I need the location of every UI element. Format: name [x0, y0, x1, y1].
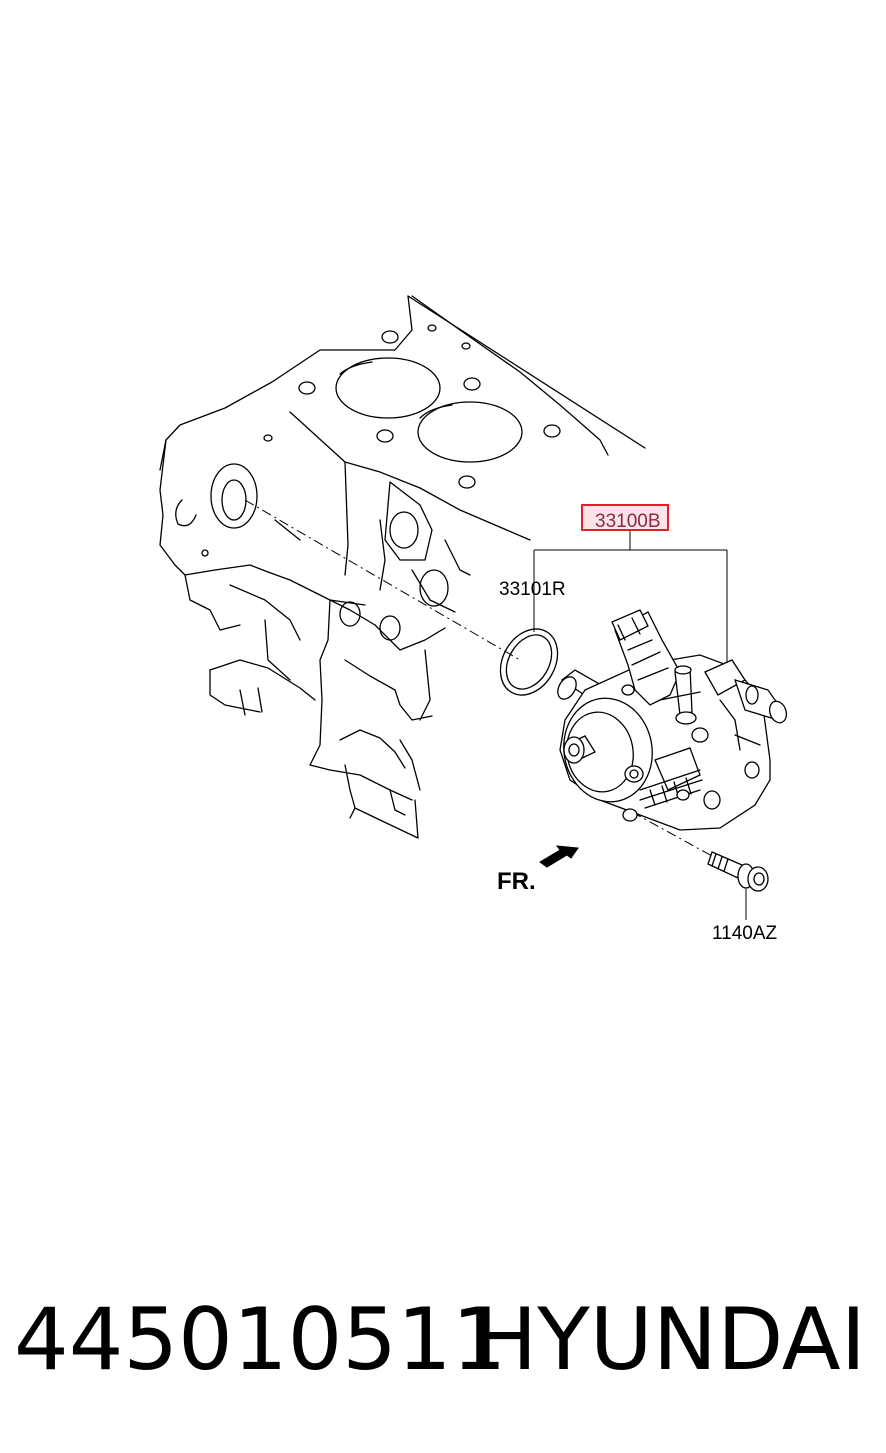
- callout-pump-assembly[interactable]: 33100B: [595, 511, 661, 532]
- front-arrow-icon: [539, 845, 579, 868]
- bolt-drawing: [707, 851, 769, 892]
- fuel-pump-drawing: [557, 609, 788, 831]
- brand-name: HYUNDAI: [472, 1290, 866, 1390]
- o-ring-drawing: [499, 628, 559, 696]
- callout-bolt[interactable]: 1140AZ: [712, 923, 778, 944]
- bolt-centerline: [631, 811, 713, 857]
- assembly-centerline: [244, 499, 521, 661]
- engine-block-drawing: [159, 295, 646, 839]
- parts-diagram: FR. 33100B 33101R 1140AZ: [159, 295, 788, 944]
- highlighted-callout-box: [581, 504, 669, 531]
- front-direction-indicator: FR.: [497, 845, 579, 895]
- front-direction-label: FR.: [497, 868, 536, 895]
- leader-lines: [533, 531, 747, 920]
- part-number: 445010511: [14, 1290, 507, 1390]
- footer: 445010511 HYUNDAI: [0, 1290, 886, 1400]
- callout-o-ring[interactable]: 33101R: [499, 579, 566, 600]
